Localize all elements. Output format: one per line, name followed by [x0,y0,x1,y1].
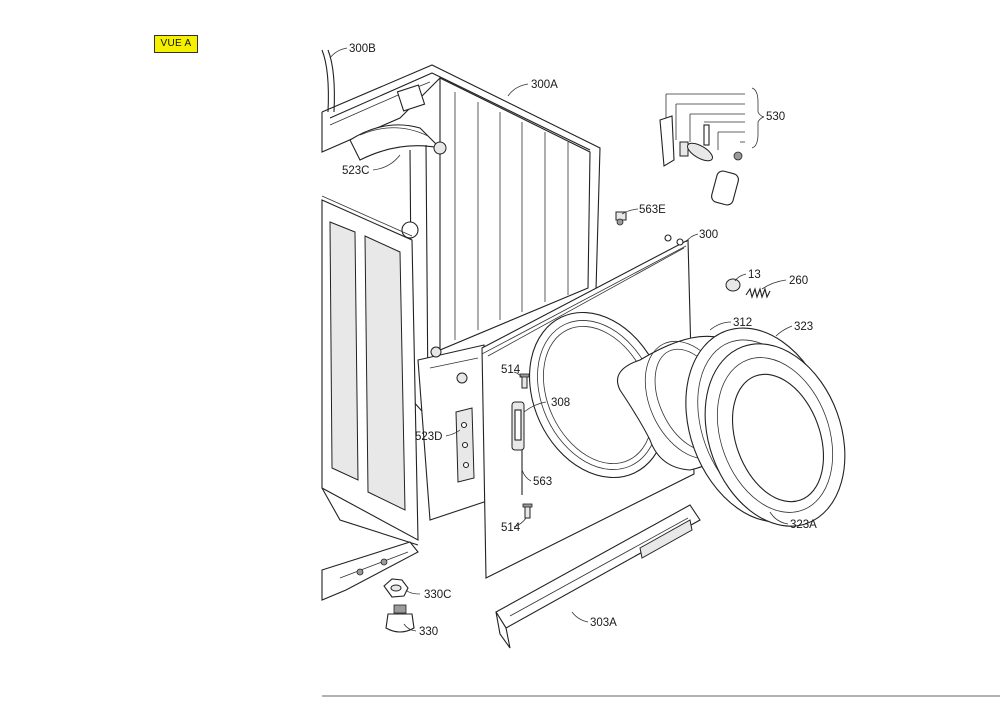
side-panel [321,195,419,546]
label-300: 300 [699,229,718,241]
label-563e: 563E [639,204,666,216]
clip-563e [615,211,627,226]
cap-13 [725,278,741,292]
label-330c: 330C [424,589,452,601]
front-panel [481,234,695,579]
bracket-523d [455,407,475,483]
label-323a: 323A [790,519,817,531]
spring-260 [745,287,771,299]
label-523c: 523C [342,165,370,177]
view-tag: VUE A [154,35,198,53]
label-530: 530 [766,111,785,123]
leader-lines [329,47,793,632]
foot-330 [385,604,415,633]
label-13: 13 [748,269,761,281]
label-514-top: 514 [501,364,521,376]
label-260: 260 [789,275,808,287]
screw-514-bottom [522,503,533,519]
label-300b: 300B [349,43,376,55]
cabinet-body [321,49,601,521]
label-330: 330 [419,626,438,638]
label-514-bottom: 514 [501,522,521,534]
label-323: 323 [794,321,813,333]
door-frame-323a [704,343,846,527]
kick-plate [321,541,419,601]
label-523d: 523D [415,431,443,443]
label-300a: 300A [531,79,558,91]
label-312: 312 [733,317,752,329]
foot-330c [383,578,409,598]
label-563: 563 [533,476,552,488]
control-strip-303a [495,504,701,649]
label-303a: 303A [590,617,617,629]
hinge-kit-530 [659,87,765,206]
label-308: 308 [551,397,570,409]
